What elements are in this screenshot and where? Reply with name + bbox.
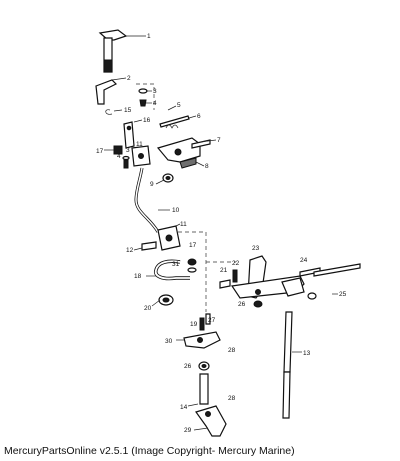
part-bracket-29	[195, 405, 227, 437]
callout-29: 29	[184, 427, 192, 434]
part-clip	[105, 109, 113, 115]
callout-3: 3	[153, 88, 157, 95]
callout-30: 30	[165, 338, 173, 345]
part-bracket-11-lower	[157, 225, 181, 251]
part-washer-screw-upper	[138, 88, 148, 107]
part-link-16	[123, 121, 135, 149]
part-lever-30	[183, 331, 221, 349]
callout-28b: 28	[228, 395, 236, 402]
callout-19: 19	[190, 321, 198, 328]
exploded-parts-diagram: 1 2 3 4 15 5 16 6 17 4 3 11 7 8 9 10 11 …	[95, 29, 361, 437]
part-rod-13	[282, 311, 293, 419]
callout-21: 21	[220, 267, 228, 274]
part-nut-26-lower	[198, 361, 210, 371]
callout-17b: 17	[189, 242, 197, 249]
callout-3b: 3	[126, 147, 130, 154]
part-bushing-20	[158, 294, 174, 306]
image-caption: MercuryPartsOnline v2.5.1 (Image Copyrig…	[4, 445, 295, 457]
part-rod-10	[134, 167, 160, 233]
part-pin-19-27	[199, 313, 211, 331]
part-small-hardware-left	[113, 145, 130, 169]
part-rod-18	[153, 259, 190, 281]
callout-9: 9	[150, 181, 154, 188]
callout-26b: 26	[184, 363, 192, 370]
callout-28: 28	[228, 347, 236, 354]
diagram-canvas: 1 2 3 4 15 5 16 6 17 4 3 11 7 8 9 10 11 …	[95, 29, 361, 437]
callout-10: 10	[172, 207, 180, 214]
part-arm-assembly	[230, 255, 305, 299]
callout-16: 16	[143, 117, 151, 124]
part-nuts-26	[253, 292, 317, 308]
callout-15: 15	[124, 107, 132, 114]
part-screw-12	[141, 241, 157, 251]
part-cam-block	[156, 137, 211, 169]
callout-13: 13	[303, 350, 311, 357]
part-pin-24-25	[299, 263, 361, 277]
callout-20: 20	[144, 305, 152, 312]
part-nuts-17-31	[187, 258, 197, 273]
callout-11: 11	[136, 141, 143, 148]
callout-7: 7	[217, 137, 221, 144]
callout-25: 25	[339, 291, 347, 298]
callout-14: 14	[180, 404, 188, 411]
callout-11b: 11	[180, 221, 187, 228]
part-nut-9	[162, 173, 174, 183]
callout-24: 24	[300, 257, 308, 264]
part-shaft-14	[199, 373, 209, 405]
callout-4b: 4	[117, 153, 121, 160]
callout-22: 22	[232, 260, 240, 267]
callout-26: 26	[238, 301, 246, 308]
callout-4: 4	[153, 100, 157, 107]
callout-31: 31	[172, 261, 180, 268]
phantom-line-middle	[178, 231, 207, 312]
callout-2: 2	[127, 75, 131, 82]
part-hardware-21-22	[219, 269, 238, 289]
part-pin-spring	[159, 115, 190, 129]
callout-18: 18	[134, 273, 142, 280]
callout-8: 8	[205, 163, 209, 170]
callout-17: 17	[96, 148, 104, 155]
callout-1: 1	[147, 33, 151, 40]
callout-27: 27	[208, 317, 216, 324]
callout-12: 12	[126, 247, 134, 254]
phantom-line-upper	[136, 83, 155, 110]
part-bracket	[95, 79, 118, 105]
callout-labels: 1 2 3 4 15 5 16 6 17 4 3 11 7 8 9 10 11 …	[96, 33, 347, 434]
callout-5: 5	[177, 102, 181, 109]
callout-6: 6	[197, 113, 201, 120]
part-lever-handle	[98, 29, 128, 73]
callout-leaders	[104, 35, 338, 431]
callout-23: 23	[252, 245, 260, 252]
part-bracket-11-upper	[131, 145, 151, 167]
